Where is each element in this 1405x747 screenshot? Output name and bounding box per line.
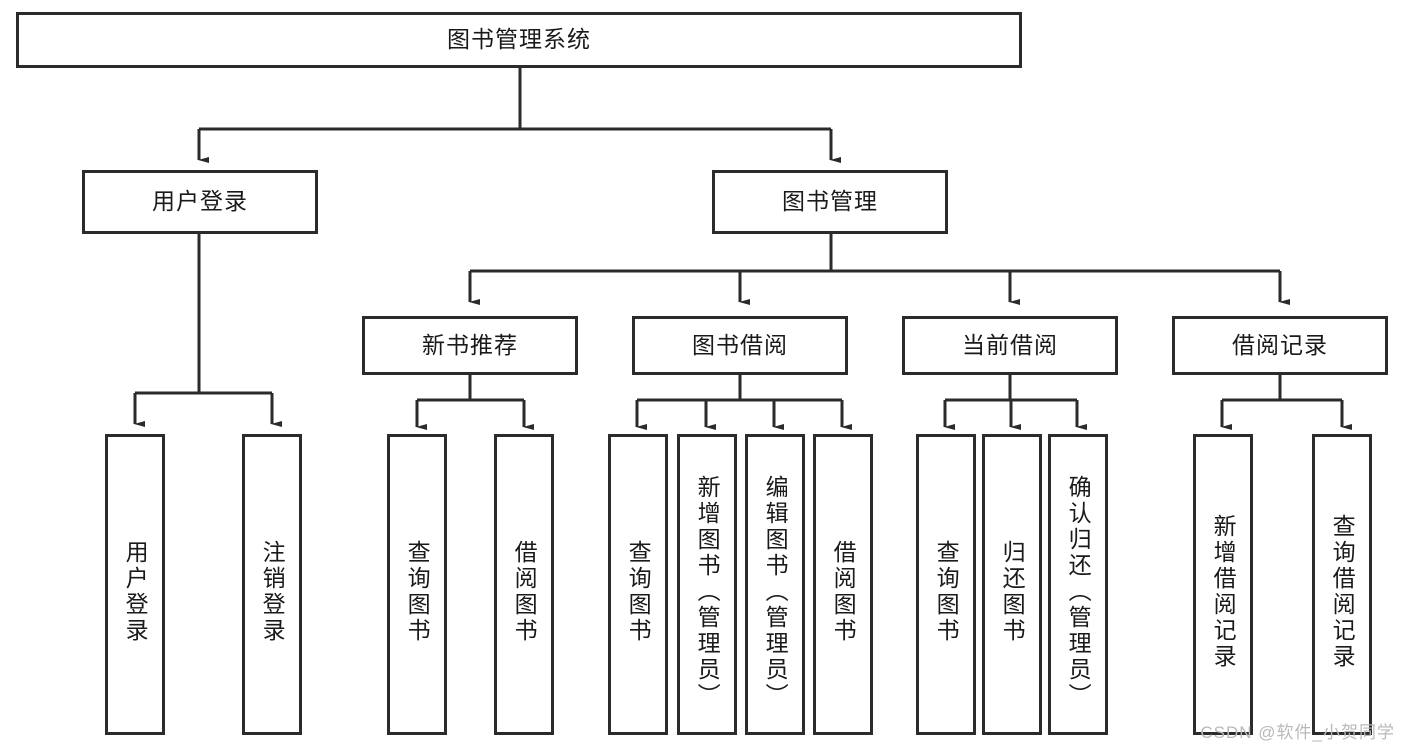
leaf-query-book-1[interactable]: 查询图书 <box>387 434 447 735</box>
node-label: 新书推荐 <box>422 331 518 358</box>
leaf-label: 新增借阅记录 <box>1210 513 1237 670</box>
leaf-label: 注销登录 <box>259 539 286 644</box>
node-label: 借阅记录 <box>1232 331 1328 358</box>
node-label: 图书管理系统 <box>447 26 591 53</box>
node-root-system[interactable]: 图书管理系统 <box>16 12 1022 68</box>
leaf-edit-book[interactable]: 编辑图书（管理员） <box>745 434 805 735</box>
node-new-book-recommend[interactable]: 新书推荐 <box>362 316 578 375</box>
leaf-query-record[interactable]: 查询借阅记录 <box>1312 434 1372 735</box>
node-book-manage[interactable]: 图书管理 <box>712 170 948 234</box>
leaf-label: 查询图书 <box>404 539 431 644</box>
node-label: 图书借阅 <box>692 331 788 358</box>
node-book-borrow[interactable]: 图书借阅 <box>632 316 848 375</box>
leaf-user-login[interactable]: 用户登录 <box>105 434 165 735</box>
node-label: 当前借阅 <box>962 331 1058 358</box>
leaf-label: 查询图书 <box>625 539 652 644</box>
leaf-label: 编辑图书（管理员） <box>762 474 789 709</box>
leaf-label: 新增图书（管理员） <box>694 474 721 709</box>
leaf-confirm-return[interactable]: 确认归还（管理员） <box>1048 434 1108 735</box>
leaf-add-record[interactable]: 新增借阅记录 <box>1193 434 1253 735</box>
node-borrow-record[interactable]: 借阅记录 <box>1172 316 1388 375</box>
leaf-label: 借阅图书 <box>830 539 857 644</box>
leaf-return-book[interactable]: 归还图书 <box>982 434 1042 735</box>
leaf-query-book-3[interactable]: 查询图书 <box>916 434 976 735</box>
leaf-label: 借阅图书 <box>511 539 538 644</box>
leaf-label: 归还图书 <box>999 539 1026 644</box>
node-label: 用户登录 <box>152 188 248 215</box>
leaf-borrow-book-2[interactable]: 借阅图书 <box>813 434 873 735</box>
node-current-borrow[interactable]: 当前借阅 <box>902 316 1118 375</box>
leaf-query-book-2[interactable]: 查询图书 <box>608 434 668 735</box>
leaf-borrow-book-1[interactable]: 借阅图书 <box>494 434 554 735</box>
leaf-label: 用户登录 <box>122 539 149 644</box>
leaf-label: 查询图书 <box>933 539 960 644</box>
node-label: 图书管理 <box>782 188 878 215</box>
watermark-text: CSDN @软件_小贺同学 <box>1200 723 1395 742</box>
node-user-login[interactable]: 用户登录 <box>82 170 318 234</box>
leaf-add-book[interactable]: 新增图书（管理员） <box>677 434 737 735</box>
leaf-label: 确认归还（管理员） <box>1065 474 1092 709</box>
leaf-label: 查询借阅记录 <box>1329 513 1356 670</box>
leaf-logout-login[interactable]: 注销登录 <box>242 434 302 735</box>
